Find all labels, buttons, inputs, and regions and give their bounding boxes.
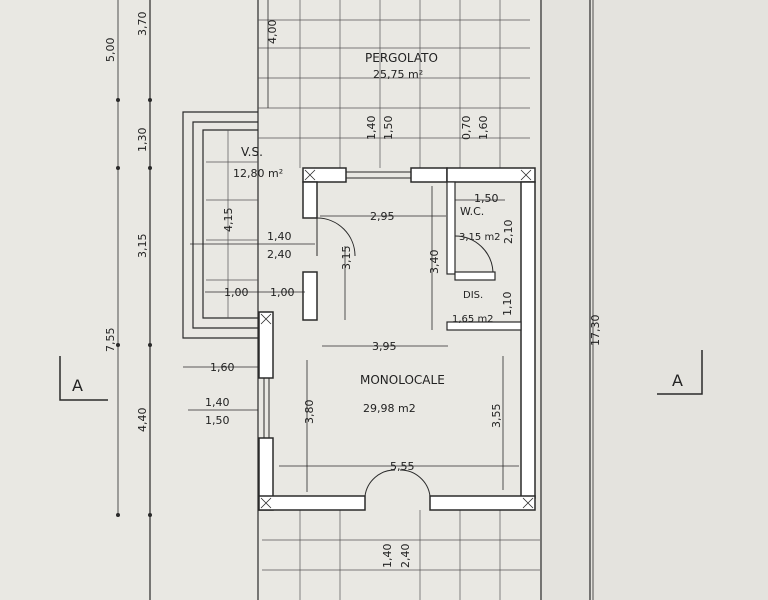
dim-win-1-40: 1,40: [205, 396, 230, 409]
dimension-ticks: [116, 98, 152, 517]
dimension-lines: [117, 0, 594, 600]
dim-vs-1-40: 1,40: [267, 230, 292, 243]
dim-vs-2-40: 2,40: [267, 248, 292, 261]
monolocale-label: MONOLOCALE: [360, 373, 445, 387]
dim-pergolato-1-50: 1,50: [382, 116, 395, 141]
dim-vs-bottom-2: 1,00: [270, 286, 295, 299]
pergolato-label: PERGOLATO: [365, 51, 438, 65]
section-marker-right: A: [672, 371, 683, 390]
section-marker-left: A: [72, 376, 83, 395]
dim-left-7-55: 7,55: [104, 328, 117, 353]
column-markers: [260, 169, 534, 509]
monolocale-area: 29,98 m2: [363, 402, 416, 415]
dis-label: DIS.: [463, 290, 483, 301]
dim-bottom-1-40: 1,40: [381, 544, 394, 569]
dim-living-3-95: 3,95: [372, 340, 397, 353]
veranda-grid: [206, 130, 258, 318]
dim-pergolato-4-00: 4,00: [266, 20, 279, 45]
dim-left-1-30: 1,30: [136, 128, 149, 153]
vs-label: V.S.: [241, 145, 263, 159]
dim-living-3-55: 3,55: [490, 404, 503, 429]
wc-label: W.C.: [460, 205, 484, 218]
dim-hall-2-95: 2,95: [370, 210, 395, 223]
dim-vs-4-15: 4,15: [222, 208, 235, 233]
wc-area: 3,15 m2: [459, 232, 501, 243]
dim-left-4-40: 4,40: [136, 408, 149, 433]
dim-pergolato-0-70: 0,70: [460, 116, 473, 141]
dim-hall-3-40: 3,40: [428, 250, 441, 275]
pergolato-grid: [258, 0, 530, 168]
dim-wc-1-50: 1,50: [474, 192, 499, 205]
door-swings: [316, 217, 494, 497]
dim-bottom-2-40: 2,40: [399, 544, 412, 569]
vs-area: 12,80 m²: [233, 167, 283, 180]
dim-wc-2-10: 2,10: [502, 220, 515, 245]
dis-area: 1,65 m2: [452, 314, 494, 325]
dim-win-1-50: 1,50: [205, 414, 230, 427]
dim-vs-bottom-1: 1,00: [224, 286, 249, 299]
dim-pergolato-1-60: 1,60: [477, 116, 490, 141]
veranda-outline: [182, 111, 258, 339]
dim-offset-1-60: 1,60: [210, 361, 235, 374]
section-markers: [59, 350, 703, 401]
dim-left-3-15: 3,15: [136, 234, 149, 259]
dim-top-3-70: 3,70: [136, 12, 149, 37]
dim-south-5-55: 5,55: [390, 460, 415, 473]
dim-pergolato-1-40: 1,40: [365, 116, 378, 141]
pergolato-area: 25,75 m²: [373, 68, 423, 81]
dim-door-3-15: 3,15: [340, 246, 353, 271]
dim-right-17-30: 17,30: [589, 315, 602, 347]
building-walls: [258, 167, 536, 511]
dim-dis-1-10: 1,10: [501, 292, 514, 317]
terrace-grid: [262, 510, 540, 600]
dim-living-3-80: 3,80: [303, 400, 316, 425]
dim-left-5-00: 5,00: [104, 38, 117, 63]
